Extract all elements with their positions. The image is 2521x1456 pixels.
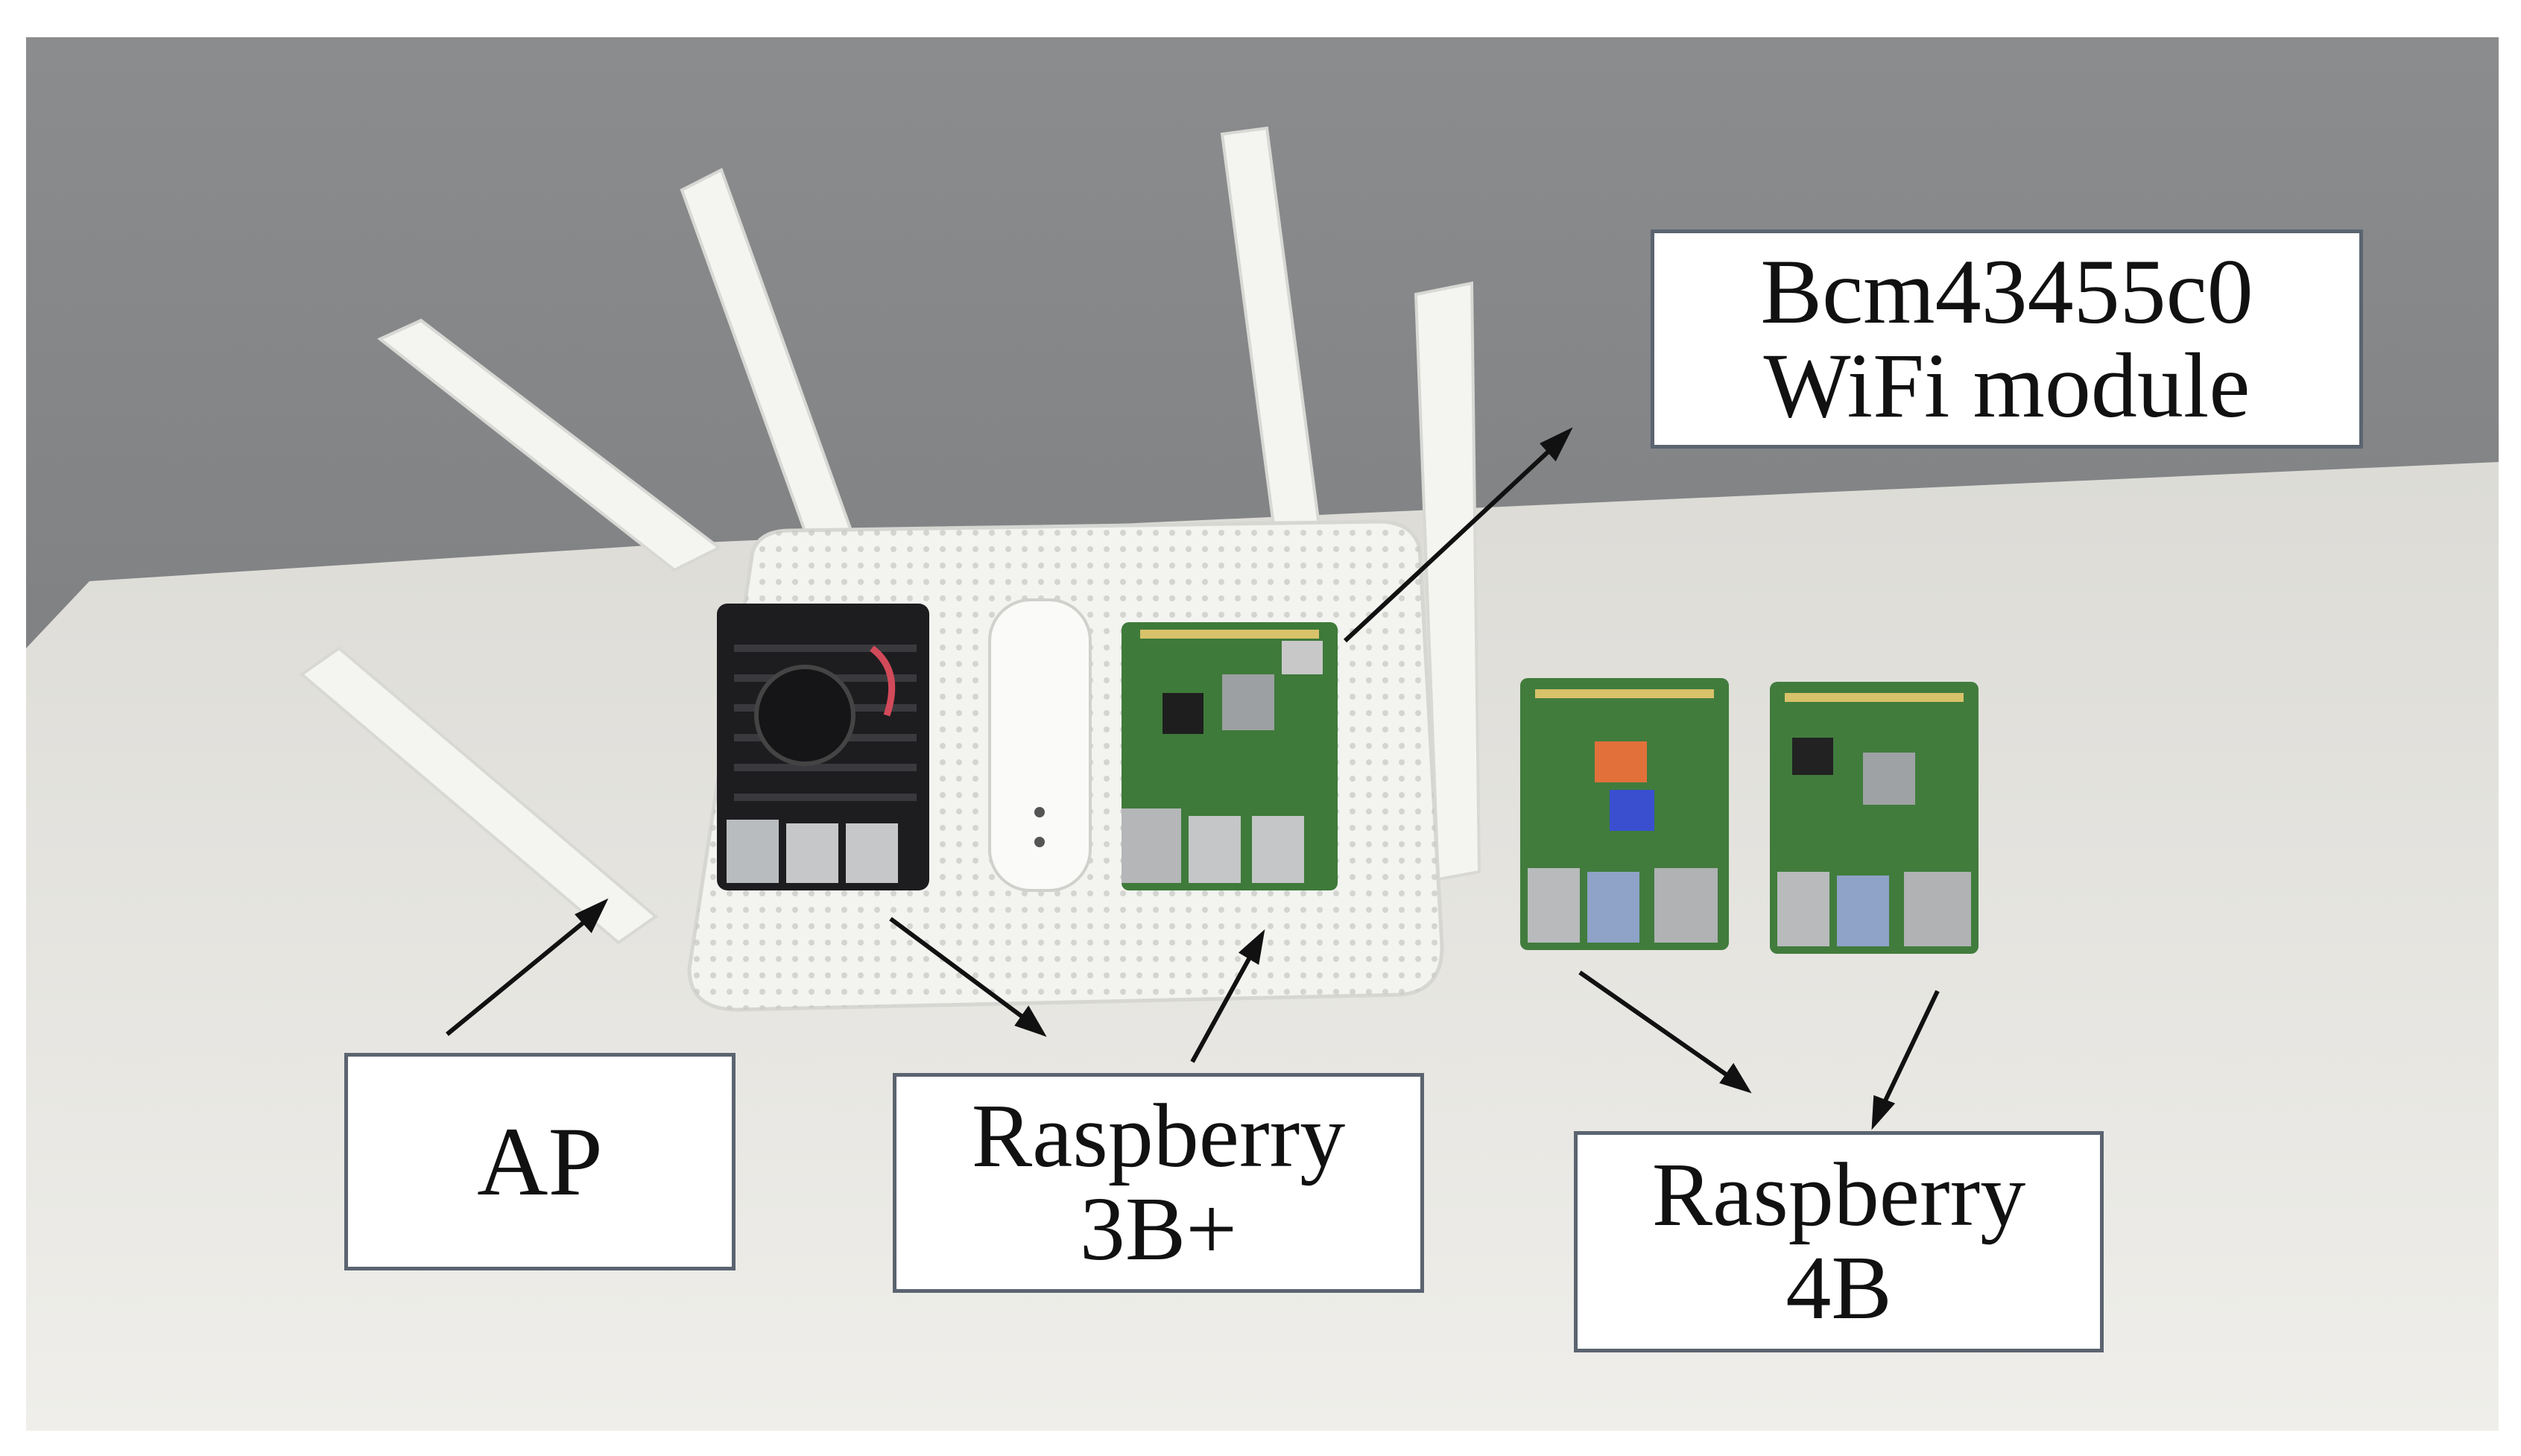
raspberry-pi-4b-left: [1520, 678, 1729, 950]
label-raspberry-4b-line1: Raspberry: [1651, 1145, 2026, 1246]
label-raspberry-3b-line2: 3B+: [1079, 1178, 1238, 1279]
raspberry-pi-3b-plus: [1122, 622, 1338, 890]
router-antennas: [299, 126, 1481, 945]
label-raspberry-4b-line2: 4B: [1785, 1237, 1892, 1338]
label-raspberry-3b-line1: Raspberry: [971, 1086, 1346, 1187]
annotation-arrows: [446, 427, 1940, 1130]
label-ap-text: AP: [477, 1106, 603, 1216]
label-wifi-module: Bcm43455c0 WiFi module: [1651, 230, 2363, 449]
label-ap: AP: [344, 1053, 736, 1270]
label-wifi-module-line2: WiFi module: [1763, 335, 2250, 437]
label-wifi-module-line1: Bcm43455c0: [1760, 240, 2253, 343]
raspberry-pi-4b-right: [1770, 682, 1978, 954]
raspberry-pi-cased: [717, 604, 929, 890]
router-status-panel: [988, 598, 1092, 892]
label-raspberry-4b: Raspberry 4B: [1574, 1131, 2104, 1352]
label-raspberry-3b-plus: Raspberry 3B+: [893, 1073, 1424, 1293]
